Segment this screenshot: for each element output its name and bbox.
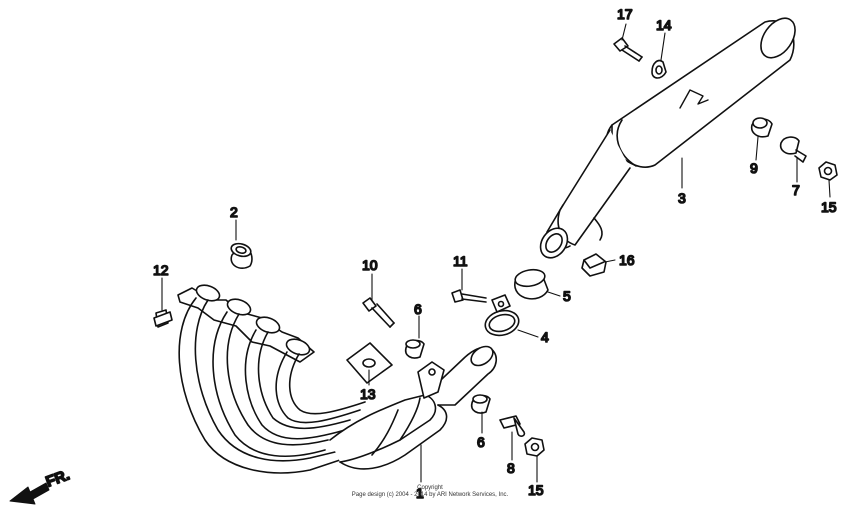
- copyright-notice: Copyright Page design (c) 2004 - 2014 by…: [330, 485, 530, 499]
- cap-nut-15-lower[interactable]: [524, 437, 545, 457]
- callout-6-upper: 6: [414, 301, 422, 317]
- callout-11: 11: [453, 253, 468, 269]
- band-clamp[interactable]: [482, 294, 521, 339]
- washer-14[interactable]: [651, 59, 667, 79]
- bolt-7[interactable]: [779, 136, 807, 163]
- callout-labels: 1 2 3 4 5 6 6 7 8 9 10 11 12 13 14 15 15…: [152, 5, 837, 502]
- cap-nut-12[interactable]: [153, 309, 173, 328]
- callout-12: 12: [153, 262, 169, 278]
- exhaust-pipe-assembly[interactable]: [177, 282, 497, 474]
- callout-16: 16: [619, 252, 635, 268]
- joint-gasket[interactable]: [514, 268, 549, 300]
- callout-3: 3: [678, 190, 686, 206]
- front-direction-indicator: FR.: [9, 466, 73, 505]
- callout-1: 1: [416, 485, 424, 501]
- direction-label: FR.: [44, 467, 73, 491]
- collar-6-upper[interactable]: [404, 339, 425, 359]
- exhaust-gasket[interactable]: [230, 242, 253, 270]
- callout-17: 17: [617, 6, 633, 22]
- muffler[interactable]: [535, 12, 802, 263]
- callout-15-lower: 15: [528, 482, 544, 498]
- copyright-line-1: Copyright: [417, 485, 443, 491]
- callout-10: 10: [362, 257, 378, 273]
- bolt-17[interactable]: [613, 37, 643, 62]
- callout-14: 14: [656, 17, 672, 33]
- callout-6-lower: 6: [477, 434, 485, 450]
- callout-7: 7: [792, 182, 800, 198]
- bolt-8[interactable]: [499, 415, 526, 437]
- direction-arrow-icon: [9, 482, 50, 505]
- leader-lines: [161, 23, 831, 483]
- copyright-line-2: Page design (c) 2004 - 2014 by ARI Netwo…: [351, 492, 509, 498]
- callout-8: 8: [507, 460, 515, 476]
- callout-15-upper: 15: [821, 199, 837, 215]
- flange-bolt-10[interactable]: [362, 297, 395, 328]
- callout-5: 5: [563, 288, 571, 304]
- collar-9[interactable]: [750, 117, 773, 138]
- callout-4: 4: [541, 329, 549, 345]
- callout-2: 2: [230, 204, 238, 220]
- collar-6-lower[interactable]: [470, 394, 491, 414]
- bolt-11[interactable]: [451, 289, 487, 303]
- callout-13: 13: [360, 386, 376, 402]
- callout-9: 9: [750, 160, 758, 176]
- cap-nut-15-upper[interactable]: [818, 161, 838, 181]
- rubber-mount[interactable]: [346, 342, 393, 384]
- spacer-16[interactable]: [581, 253, 607, 277]
